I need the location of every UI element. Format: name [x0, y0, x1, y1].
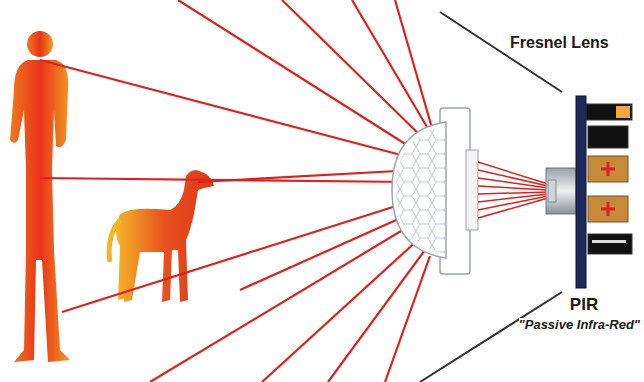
person-figure: [10, 31, 70, 362]
part-subtitle: "Passive Infra-Red": [519, 318, 640, 332]
fresnel-lens: [392, 108, 478, 274]
infrared-rays: [40, 0, 432, 382]
guide-line: [440, 12, 562, 92]
part-label: Fresnel Lens: [510, 34, 609, 52]
dog-figure: [109, 170, 214, 302]
guide-line: [420, 292, 562, 382]
focused-rays: [478, 162, 548, 218]
part-label: PIR: [570, 296, 598, 315]
pir-sensor: [546, 96, 632, 288]
